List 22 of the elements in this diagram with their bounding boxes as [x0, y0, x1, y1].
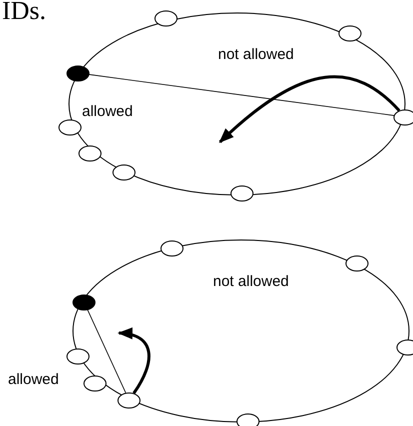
region-label: allowed	[82, 104, 133, 119]
connector-line	[88, 74, 395, 116]
region-label: allowed	[8, 372, 59, 387]
connector-line	[86, 308, 126, 394]
curved-arrow	[118, 328, 150, 394]
filled-node-circle	[72, 294, 96, 310]
node-circle	[345, 254, 369, 272]
curved-arrow	[218, 75, 400, 144]
node-circle	[83, 374, 107, 392]
node-circle	[230, 184, 254, 202]
node-circle	[160, 240, 184, 256]
node-circle	[66, 348, 90, 364]
node-circle	[117, 392, 141, 408]
region-label: not allowed	[213, 274, 289, 289]
node-circle	[338, 24, 362, 42]
node-circle	[112, 164, 136, 180]
node-circle	[154, 10, 178, 26]
filled-node-circle	[66, 64, 90, 82]
node-circle	[58, 118, 82, 136]
heading-fragment: IDs.	[2, 0, 46, 24]
node-circle	[78, 144, 102, 162]
region-label: not allowed	[218, 47, 294, 62]
